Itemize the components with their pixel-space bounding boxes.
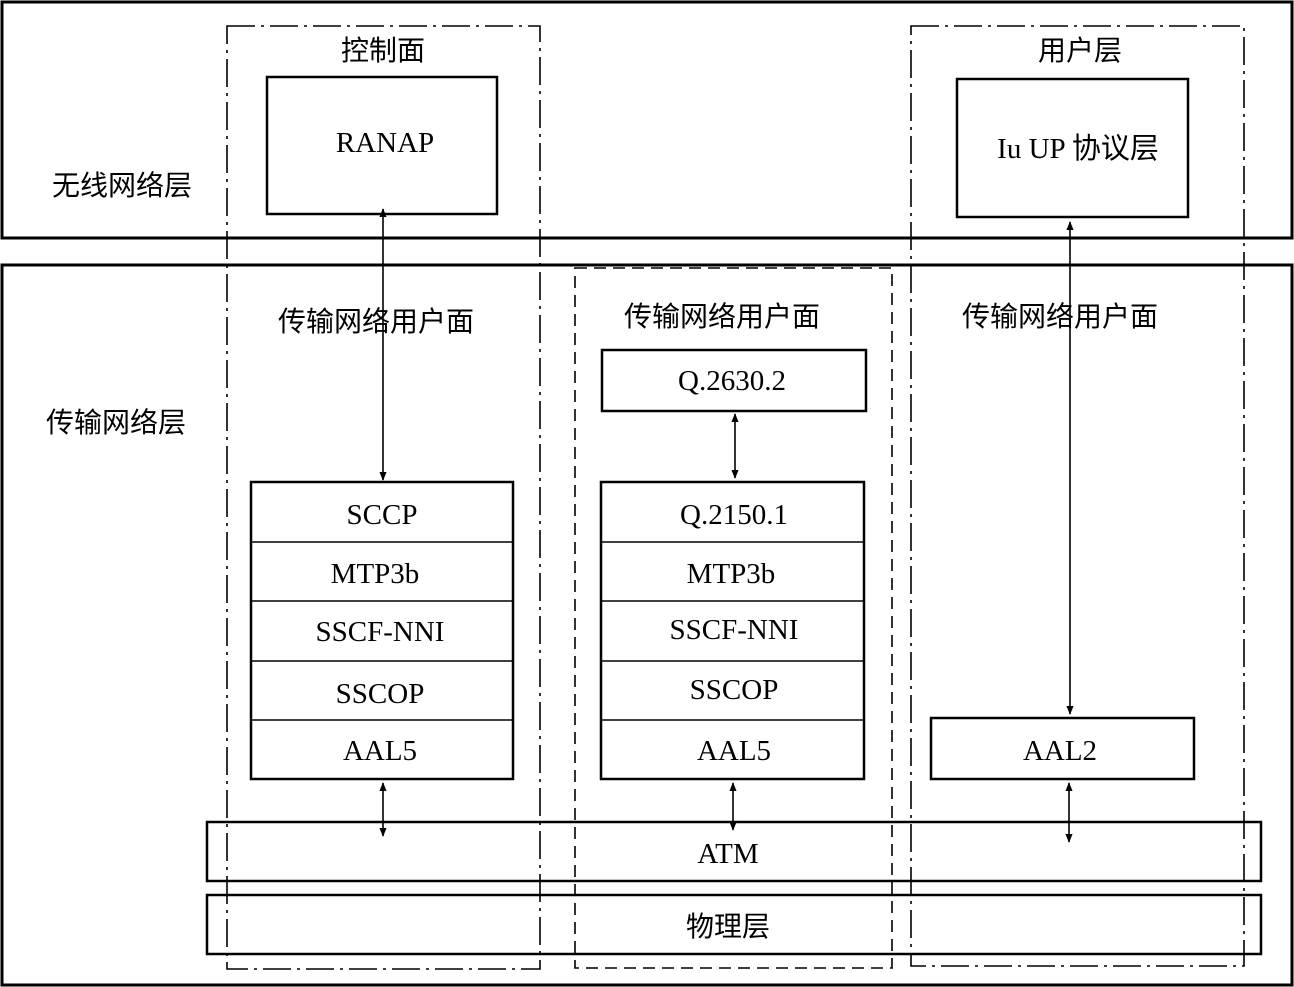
transport-network-layer-label: 传输网络层 xyxy=(46,406,186,439)
iu-up-label: Iu UP 协议层 xyxy=(997,132,1159,165)
radio-network-layer-label: 无线网络层 xyxy=(52,169,192,202)
aal2-box xyxy=(929,716,1196,781)
stack-layer-sccp: SCCP xyxy=(347,499,418,531)
stack-layer-sscf-nni: SSCF-NNI xyxy=(316,616,445,648)
aal2-label: AAL2 xyxy=(1023,735,1097,767)
user-transport-user-plane-label: 传输网络用户面 xyxy=(962,300,1158,333)
atm-label: ATM xyxy=(697,838,758,870)
user-plane-column xyxy=(910,25,1245,967)
control-plane-column xyxy=(226,25,541,970)
stack-layer-sscf-nni-middle: SSCF-NNI xyxy=(670,614,799,646)
stack-layer-sscop: SSCOP xyxy=(336,678,425,710)
stack-layer-sscop-middle: SSCOP xyxy=(690,674,779,706)
stack-layer-aal5: AAL5 xyxy=(343,735,417,767)
q2630-label: Q.2630.2 xyxy=(678,365,786,397)
physical-layer-band xyxy=(205,893,1263,956)
physical-layer-label: 物理层 xyxy=(686,910,770,943)
control-plane-title: 控制面 xyxy=(341,34,425,67)
transport-control-plane-column xyxy=(574,267,893,969)
middle-transport-user-plane-label: 传输网络用户面 xyxy=(624,300,820,333)
stack-layer-q2150: Q.2150.1 xyxy=(680,499,788,531)
stack-layer-mtp3b: MTP3b xyxy=(331,558,420,590)
ranap-box xyxy=(265,75,499,216)
transport-network-layer-frame xyxy=(0,263,1294,987)
ranap-label: RANAP xyxy=(336,127,434,159)
radio-network-layer-frame xyxy=(0,0,1294,240)
user-plane-title: 用户层 xyxy=(1038,34,1122,67)
stack-layer-aal5-middle: AAL5 xyxy=(697,735,771,767)
stack-layer-mtp3b-middle: MTP3b xyxy=(687,558,776,590)
iu-up-box xyxy=(955,77,1190,219)
control-transport-user-plane-label: 传输网络用户面 xyxy=(278,305,474,338)
middle-plane-stack xyxy=(599,480,866,781)
control-plane-stack xyxy=(249,480,515,781)
q2630-box xyxy=(600,348,868,413)
